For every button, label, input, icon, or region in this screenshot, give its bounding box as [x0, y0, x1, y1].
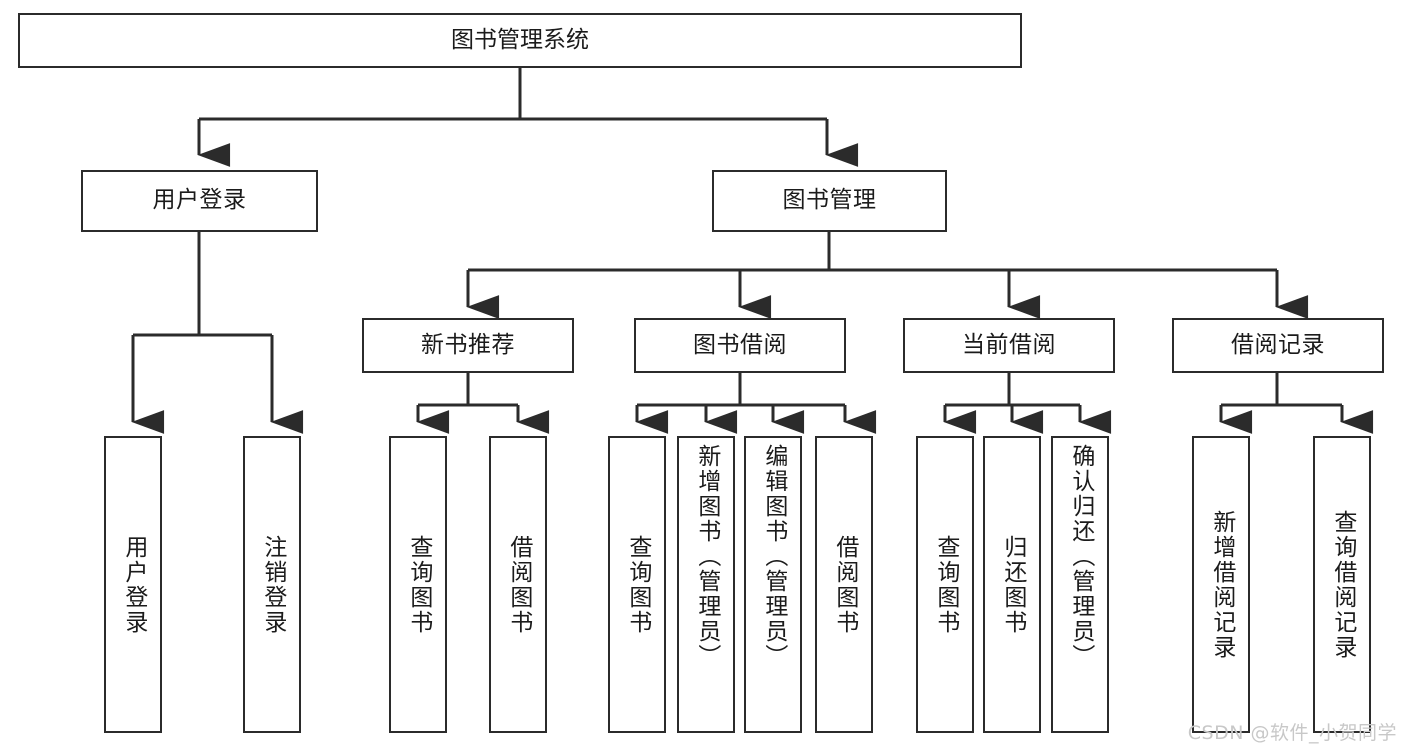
leaf-borrow-borrow-book-label: 借阅图书	[831, 534, 858, 635]
leaf-user-login-login-label: 用户登录	[120, 534, 147, 635]
node-new-book-recommend-label: 新书推荐	[421, 331, 515, 358]
leaf-borrow-add-book-admin[interactable]: 新增图书（管理员）	[677, 436, 735, 733]
leaf-record-query[interactable]: 查询借阅记录	[1313, 436, 1371, 733]
node-new-book-recommend[interactable]: 新书推荐	[362, 318, 574, 373]
leaf-current-return-book-label: 归还图书	[999, 534, 1026, 635]
leaf-new-book-borrow[interactable]: 借阅图书	[489, 436, 547, 733]
leaf-user-login-login[interactable]: 用户登录	[104, 436, 162, 733]
leaf-borrow-edit-book-admin-label: 编辑图书（管理员）	[760, 444, 787, 669]
node-user-login[interactable]: 用户登录	[81, 170, 318, 232]
leaf-record-add-label: 新增借阅记录	[1208, 509, 1235, 660]
node-current-borrow-label: 当前借阅	[962, 331, 1056, 358]
node-book-borrow[interactable]: 图书借阅	[634, 318, 846, 373]
leaf-new-book-query-label: 查询图书	[405, 534, 432, 635]
leaf-borrow-query-book[interactable]: 查询图书	[608, 436, 666, 733]
leaf-current-query-book-label: 查询图书	[932, 534, 959, 635]
node-book-management[interactable]: 图书管理	[712, 170, 947, 232]
node-root-system-label: 图书管理系统	[451, 26, 589, 53]
node-book-borrow-label: 图书借阅	[693, 331, 787, 358]
leaf-user-login-logout[interactable]: 注销登录	[243, 436, 301, 733]
node-user-login-label: 用户登录	[152, 187, 247, 214]
leaf-current-confirm-return-admin-label: 确认归还（管理员）	[1067, 444, 1094, 669]
leaf-record-query-label: 查询借阅记录	[1329, 509, 1356, 660]
leaf-user-login-logout-label: 注销登录	[259, 534, 286, 635]
node-root-system[interactable]: 图书管理系统	[18, 13, 1022, 68]
leaf-borrow-query-book-label: 查询图书	[624, 534, 651, 635]
leaf-borrow-add-book-admin-label: 新增图书（管理员）	[693, 444, 720, 669]
leaf-borrow-borrow-book[interactable]: 借阅图书	[815, 436, 873, 733]
leaf-current-query-book[interactable]: 查询图书	[916, 436, 974, 733]
leaf-current-return-book[interactable]: 归还图书	[983, 436, 1041, 733]
watermark: CSDN @软件_小贺同学	[1187, 722, 1397, 744]
leaf-borrow-edit-book-admin[interactable]: 编辑图书（管理员）	[744, 436, 802, 733]
leaf-new-book-query[interactable]: 查询图书	[389, 436, 447, 733]
node-borrow-record[interactable]: 借阅记录	[1172, 318, 1384, 373]
leaf-new-book-borrow-label: 借阅图书	[505, 534, 532, 635]
leaf-current-confirm-return-admin[interactable]: 确认归还（管理员）	[1051, 436, 1109, 733]
node-book-management-label: 图书管理	[782, 187, 877, 214]
node-current-borrow[interactable]: 当前借阅	[903, 318, 1115, 373]
leaf-record-add[interactable]: 新增借阅记录	[1192, 436, 1250, 733]
node-borrow-record-label: 借阅记录	[1231, 331, 1325, 358]
